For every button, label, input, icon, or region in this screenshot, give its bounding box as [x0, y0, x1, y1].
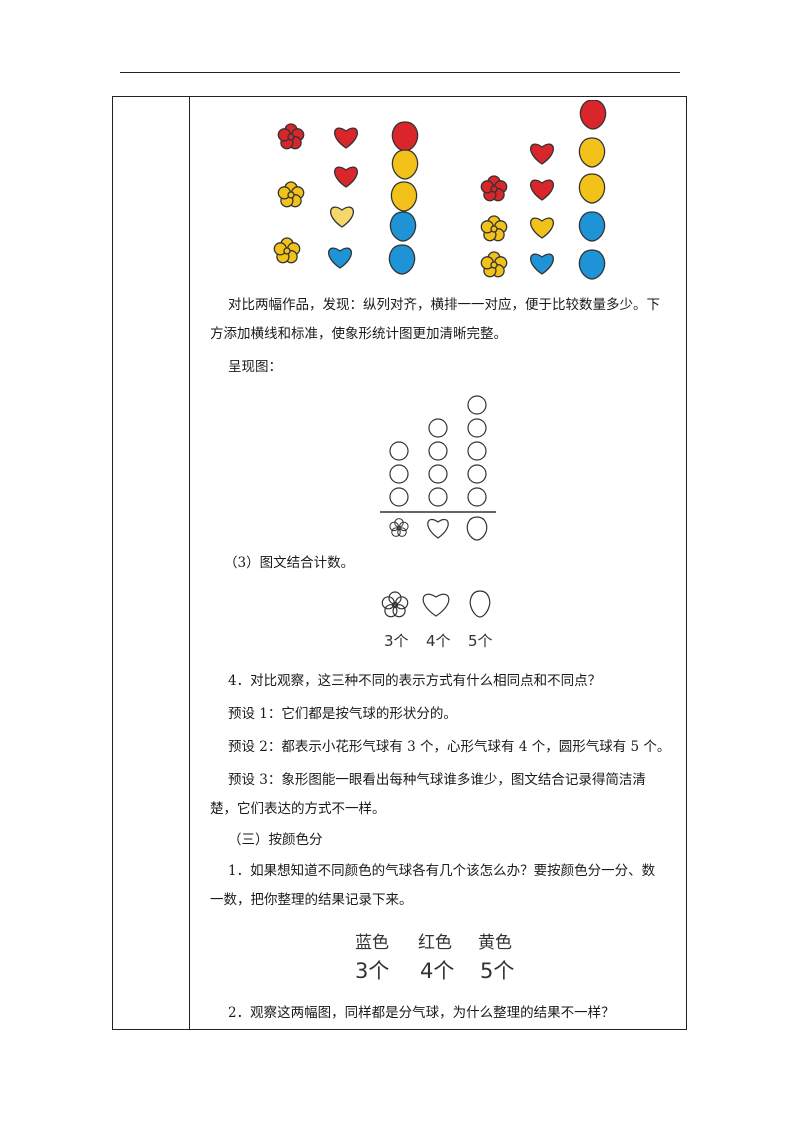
circle-icon — [467, 441, 487, 461]
color-count-blue: 3个 — [355, 959, 390, 983]
flower-icon — [389, 518, 409, 537]
balloon-icon — [466, 516, 488, 541]
shape-count-flower: 3个 — [384, 632, 409, 650]
flower-center — [287, 133, 295, 141]
work-1 — [273, 121, 419, 275]
heart-icon — [427, 518, 449, 539]
balloon-icon — [578, 137, 606, 168]
balloon-icon — [388, 244, 416, 275]
circle-icon — [467, 395, 487, 415]
question-1-line2: 一数，把你整理的结果记录下来。 — [210, 892, 413, 908]
balloon-icon — [391, 149, 419, 180]
circle-icon — [467, 487, 487, 507]
answer-preset-1: 预设 1：它们都是按气球的形状分的。 — [228, 706, 457, 722]
question-2: 2．观察这两幅图，同样都是分气球，为什么整理的结果不一样？ — [228, 1005, 615, 1021]
circle-icon — [467, 464, 487, 484]
circle-icon — [428, 464, 448, 484]
answer-preset-3-line2: 楚，它们表达的方式不一样。 — [210, 801, 386, 817]
shape-count-heart: 4个 — [426, 632, 451, 650]
question-4: 4．对比观察，这三种不同的表示方式有什么相同点和不同点？ — [228, 673, 602, 689]
balloon-icon — [469, 590, 491, 618]
color-label-red: 红色 — [418, 933, 452, 953]
paragraph-combined-count: （3）图文结合计数。 — [224, 555, 355, 571]
flower-center — [283, 247, 291, 255]
color-label-blue: 蓝色 — [355, 933, 389, 953]
heart-icon — [529, 179, 555, 201]
circle-icon — [389, 464, 409, 484]
balloon-icon — [579, 100, 607, 130]
heart-icon — [327, 247, 353, 269]
balloon-icon — [389, 211, 417, 242]
pictograph-chart — [380, 395, 496, 541]
flower-center — [490, 261, 498, 269]
balloon-icon — [578, 211, 606, 242]
shape-count-icons — [381, 590, 491, 618]
heart-icon — [333, 166, 359, 188]
heart-icon — [333, 127, 359, 149]
lesson-table — [112, 96, 687, 1030]
heart-icon — [329, 206, 355, 228]
circle-icon — [428, 418, 448, 438]
answer-preset-3-line1: 预设 3：象形图能一眼看出每种气球谁多谁少，图文结合记录得简洁清 — [228, 772, 646, 788]
color-count-yellow: 5个 — [480, 959, 515, 983]
balloon-icon — [390, 181, 418, 212]
flower-icon — [381, 591, 409, 618]
header-rule — [120, 72, 680, 73]
answer-preset-2: 预设 2：都表示小花形气球有 3 个，心形气球有 4 个，圆形气球有 5 个。 — [228, 739, 671, 755]
shape-count-balloon: 5个 — [468, 632, 493, 650]
work-2 — [480, 100, 607, 280]
circle-icon — [389, 441, 409, 461]
heart-icon — [529, 217, 555, 239]
table-column-divider — [189, 96, 190, 1030]
color-count-red: 4个 — [420, 959, 455, 983]
heart-icon — [422, 593, 450, 617]
balloon-artwork — [273, 100, 607, 280]
heart-icon — [529, 143, 555, 165]
balloon-icon — [578, 173, 606, 204]
heart-icon — [529, 253, 555, 275]
question-1-line1: 1．如果想知道不同颜色的气球各有几个该怎么办？要按颜色分一分、数 — [228, 863, 656, 879]
circle-icon — [428, 487, 448, 507]
circle-icon — [428, 441, 448, 461]
balloon-icon — [578, 249, 606, 280]
flower-center — [490, 185, 498, 193]
circle-icon — [467, 418, 487, 438]
balloon-icon — [391, 121, 419, 152]
flower-center — [490, 225, 498, 233]
paragraph-compare-line2: 方添加横线和标准，使象形统计图更加清晰完整。 — [210, 326, 507, 342]
section-heading-by-color: （三）按颜色分 — [228, 832, 323, 848]
circle-icon — [389, 487, 409, 507]
flower-center — [287, 191, 295, 199]
paragraph-presentation: 呈现图： — [228, 359, 282, 375]
paragraph-compare-line1: 对比两幅作品，发现：纵列对齐，横排一一对应，便于比较数量多少。下 — [228, 297, 660, 313]
color-label-yellow: 黄色 — [478, 933, 512, 953]
